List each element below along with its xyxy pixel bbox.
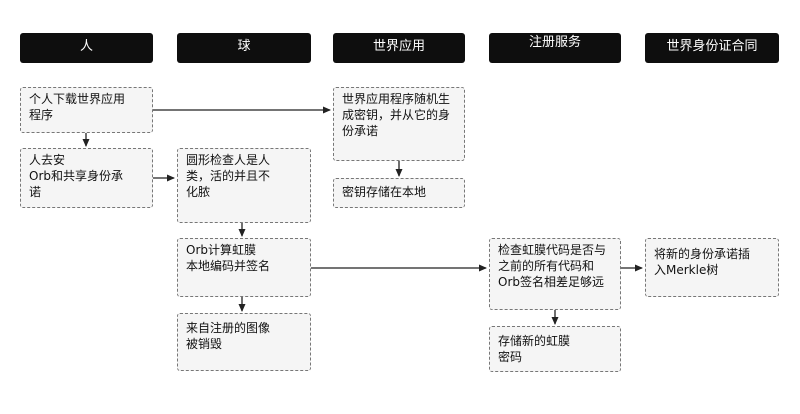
lane-header-world-app: 世界应用 xyxy=(333,33,465,63)
node-download-world-app: 个人下载世界应用 程序 xyxy=(20,87,153,133)
lane-header-person: 人 xyxy=(20,33,153,63)
node-generate-secret-key: 世界应用程序随机生 成密钥，并从它的身 份承诺 xyxy=(333,87,465,161)
node-destroy-images: 来自注册的图像 被销毁 xyxy=(177,313,311,371)
lane-header-registration-service: 注册服务 xyxy=(489,33,621,63)
node-orb-check-human: 圆形检查人是人 类，活的并且不 化脓 xyxy=(177,148,311,223)
lane-header-orb: 球 xyxy=(177,33,311,63)
node-store-iris-code: 存储新的虹膜 密码 xyxy=(489,326,621,372)
node-store-key-locally: 密钥存储在本地 xyxy=(333,178,465,208)
node-compute-iris-code: Orb计算虹膜 本地编码并签名 xyxy=(177,238,311,297)
node-check-iris-uniqueness: 检查虹膜代码是否与 之前的所有代码和 Orb签名相差足够远 xyxy=(489,238,621,310)
node-insert-merkle-tree: 将新的身份承诺插 入Merkle树 xyxy=(645,238,779,297)
node-visit-orb: 人去安 Orb和共享身份承 诺 xyxy=(20,148,153,208)
lane-header-world-id-contract: 世界身份证合同 xyxy=(645,33,779,63)
